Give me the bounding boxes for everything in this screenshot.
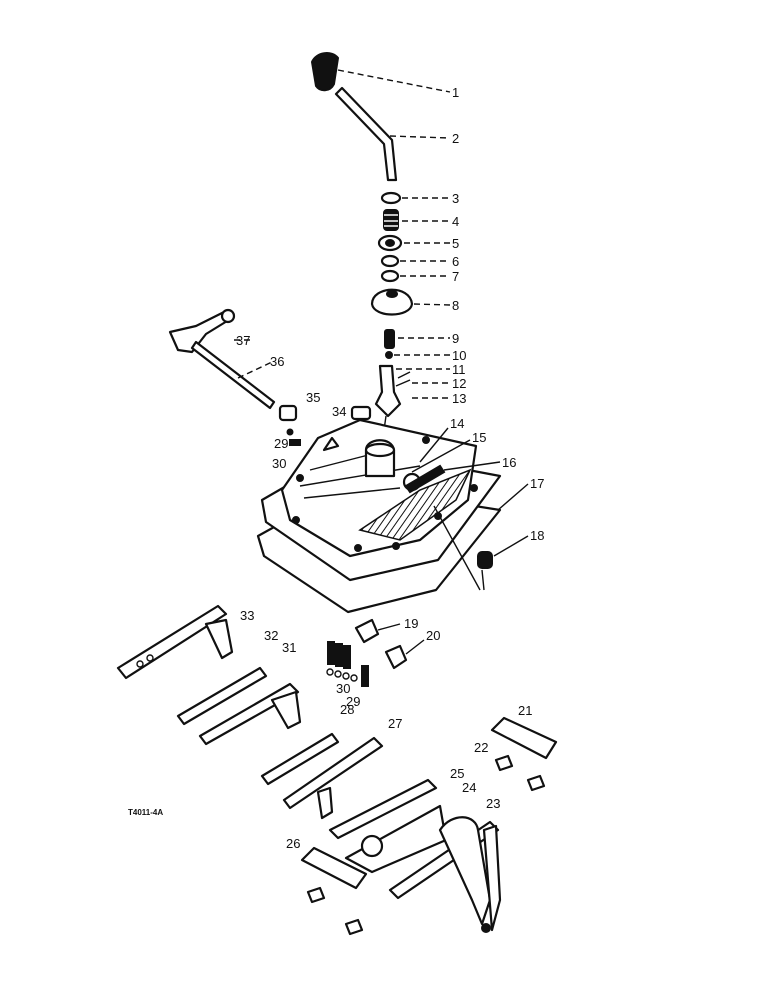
callout-8: 8 (452, 298, 459, 313)
sleeve-part-34 (350, 405, 372, 421)
callout-32: 32 (264, 628, 278, 643)
reference-code: T4011-4A (128, 808, 163, 817)
callout-31: 31 (282, 640, 296, 655)
callout-10: 10 (452, 348, 466, 363)
bushing-hole (385, 239, 395, 247)
callout-12: 12 (452, 376, 466, 391)
callout-6: 6 (452, 254, 459, 269)
callout-18: 18 (530, 528, 544, 543)
clip-part-22a (494, 754, 514, 772)
callout-17: 17 (530, 476, 544, 491)
rail-part-31 (198, 682, 302, 746)
callout-2: 2 (452, 131, 459, 146)
callout-20: 20 (426, 628, 440, 643)
leader-2 (389, 135, 451, 139)
rail-part-27 (282, 736, 384, 820)
ring-part-7 (380, 269, 400, 283)
callout-19: 19 (404, 616, 418, 631)
block-part-20 (384, 644, 408, 670)
callout-16: 16 (502, 455, 516, 470)
callout-15: 15 (472, 430, 486, 445)
callout-9: 9 (452, 331, 459, 346)
bush-part-35 (278, 404, 298, 422)
leader-8 (413, 303, 451, 306)
ball-part-29 (286, 428, 294, 436)
callout-37: 37 (236, 333, 250, 348)
rail-part-33 (116, 604, 234, 680)
callout-3: 3 (452, 191, 459, 206)
callout-4: 4 (452, 214, 459, 229)
callout-35: 35 (306, 390, 320, 405)
callout-27: 27 (388, 716, 402, 731)
leader-15 (411, 439, 471, 473)
callout-22: 22 (474, 740, 488, 755)
bolt-part-16 (404, 464, 446, 494)
callout-30-lower: 30 (336, 681, 350, 696)
clip-part-22b (526, 774, 546, 792)
knob-part (310, 52, 340, 92)
lever-pivot-part (374, 364, 402, 431)
rail-part-32 (176, 666, 268, 726)
side-lever-part (168, 308, 236, 354)
callout-23: 23 (486, 796, 500, 811)
leader-17 (497, 483, 529, 511)
callout-24: 24 (462, 780, 476, 795)
callout-26: 26 (286, 836, 300, 851)
callout-7: 7 (452, 269, 459, 284)
rail-part-23 (388, 816, 502, 933)
clip-part-26b (344, 918, 364, 936)
detent-plate-19 (354, 618, 380, 644)
rod-part (190, 340, 276, 410)
lever-part (334, 86, 398, 182)
callout-36: 36 (270, 354, 284, 369)
leader-18 (493, 535, 529, 557)
spring-set (326, 641, 369, 687)
callout-1: 1 (452, 85, 459, 100)
leader-36 (237, 361, 273, 379)
callout-13: 13 (452, 391, 466, 406)
callout-33: 33 (240, 608, 254, 623)
leader-20 (405, 639, 425, 655)
housing-body (280, 418, 478, 558)
callout-25: 25 (450, 766, 464, 781)
callout-14: 14 (450, 416, 464, 431)
clip-part-26a (306, 886, 326, 904)
ball-part (385, 351, 393, 359)
ring-part-6 (380, 254, 400, 268)
leader-14 (419, 427, 449, 463)
callout-34: 34 (332, 404, 346, 419)
rail-part-28 (260, 732, 340, 786)
small-spring-part (384, 329, 395, 349)
pin-part-13 (395, 379, 411, 387)
callout-28: 28 (340, 702, 354, 717)
callout-30: 30 (272, 456, 286, 471)
leader-19 (377, 623, 401, 631)
spring-part (383, 209, 399, 231)
callout-29: 29 (274, 436, 288, 451)
spring-part-30 (289, 439, 301, 446)
leader-1 (337, 69, 451, 93)
ref-line-17 (433, 505, 485, 591)
callout-11: 11 (452, 362, 466, 377)
rail-part-25 (328, 778, 438, 840)
lock-plate-21 (490, 716, 558, 760)
lock-plate-26 (300, 846, 368, 890)
fork-part-24 (344, 804, 448, 874)
callout-29-lower: 29 (346, 694, 360, 709)
callout-5: 5 (452, 236, 459, 251)
plug-part-18 (477, 551, 493, 569)
callout-21: 21 (518, 703, 532, 718)
washer-part (380, 191, 402, 205)
pin-part-12 (397, 371, 411, 379)
leader-16 (443, 461, 501, 471)
dome-cap-part (370, 288, 414, 316)
